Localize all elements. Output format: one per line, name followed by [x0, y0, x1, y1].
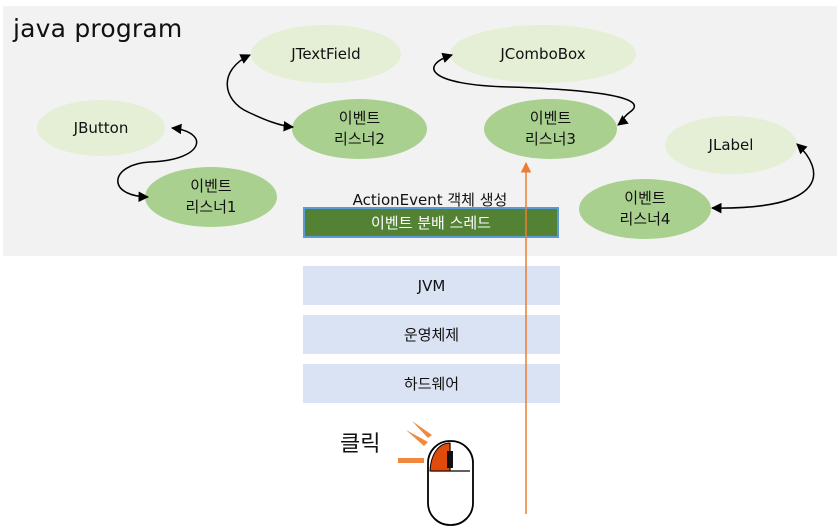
event-dispatch-thread-box: 이벤트 분배 스레드: [303, 207, 559, 238]
layer-jvm: JVM: [303, 266, 560, 305]
mouse-icon: [427, 440, 474, 526]
link-jtextfield-listener2: [226, 54, 295, 132]
listener-2-node: 이벤트 리스너2: [292, 99, 427, 159]
layer-os: 운영체제: [303, 315, 560, 354]
listener-4-line1: 이벤트: [624, 189, 666, 207]
listener-3-line2: 리스너3: [525, 130, 576, 148]
link-jlabel-listener4: [710, 143, 815, 214]
listener-4-node: 이벤트 리스너4: [579, 179, 711, 239]
listener-1-line1: 이벤트: [190, 177, 232, 195]
listener-1-line2: 리스너1: [185, 198, 237, 216]
jbutton-label: JButton: [73, 118, 129, 137]
action-event-label: ActionEvent 객체 생성: [352, 191, 508, 209]
click-label: 클릭: [340, 432, 381, 457]
layer-hardware: 하드웨어: [303, 364, 560, 403]
jtextfield-label: JTextField: [291, 44, 361, 63]
listener-2-line1: 이벤트: [338, 109, 381, 127]
listener-2-line2: 리스너2: [334, 130, 385, 148]
listener-4-line2: 리스너4: [619, 210, 671, 228]
layer-os-label: 운영체제: [403, 326, 460, 344]
link-jcombobox-listener3: [433, 52, 636, 126]
link-jbutton-listener1: [117, 123, 198, 203]
event-dispatch-thread-label: 이벤트 분배 스레드: [371, 214, 491, 232]
click-burst-icon: [398, 421, 432, 463]
layer-hardware-label: 하드웨어: [403, 375, 460, 393]
panel-title: java program: [13, 14, 183, 43]
layer-jvm-label: JVM: [417, 276, 446, 295]
